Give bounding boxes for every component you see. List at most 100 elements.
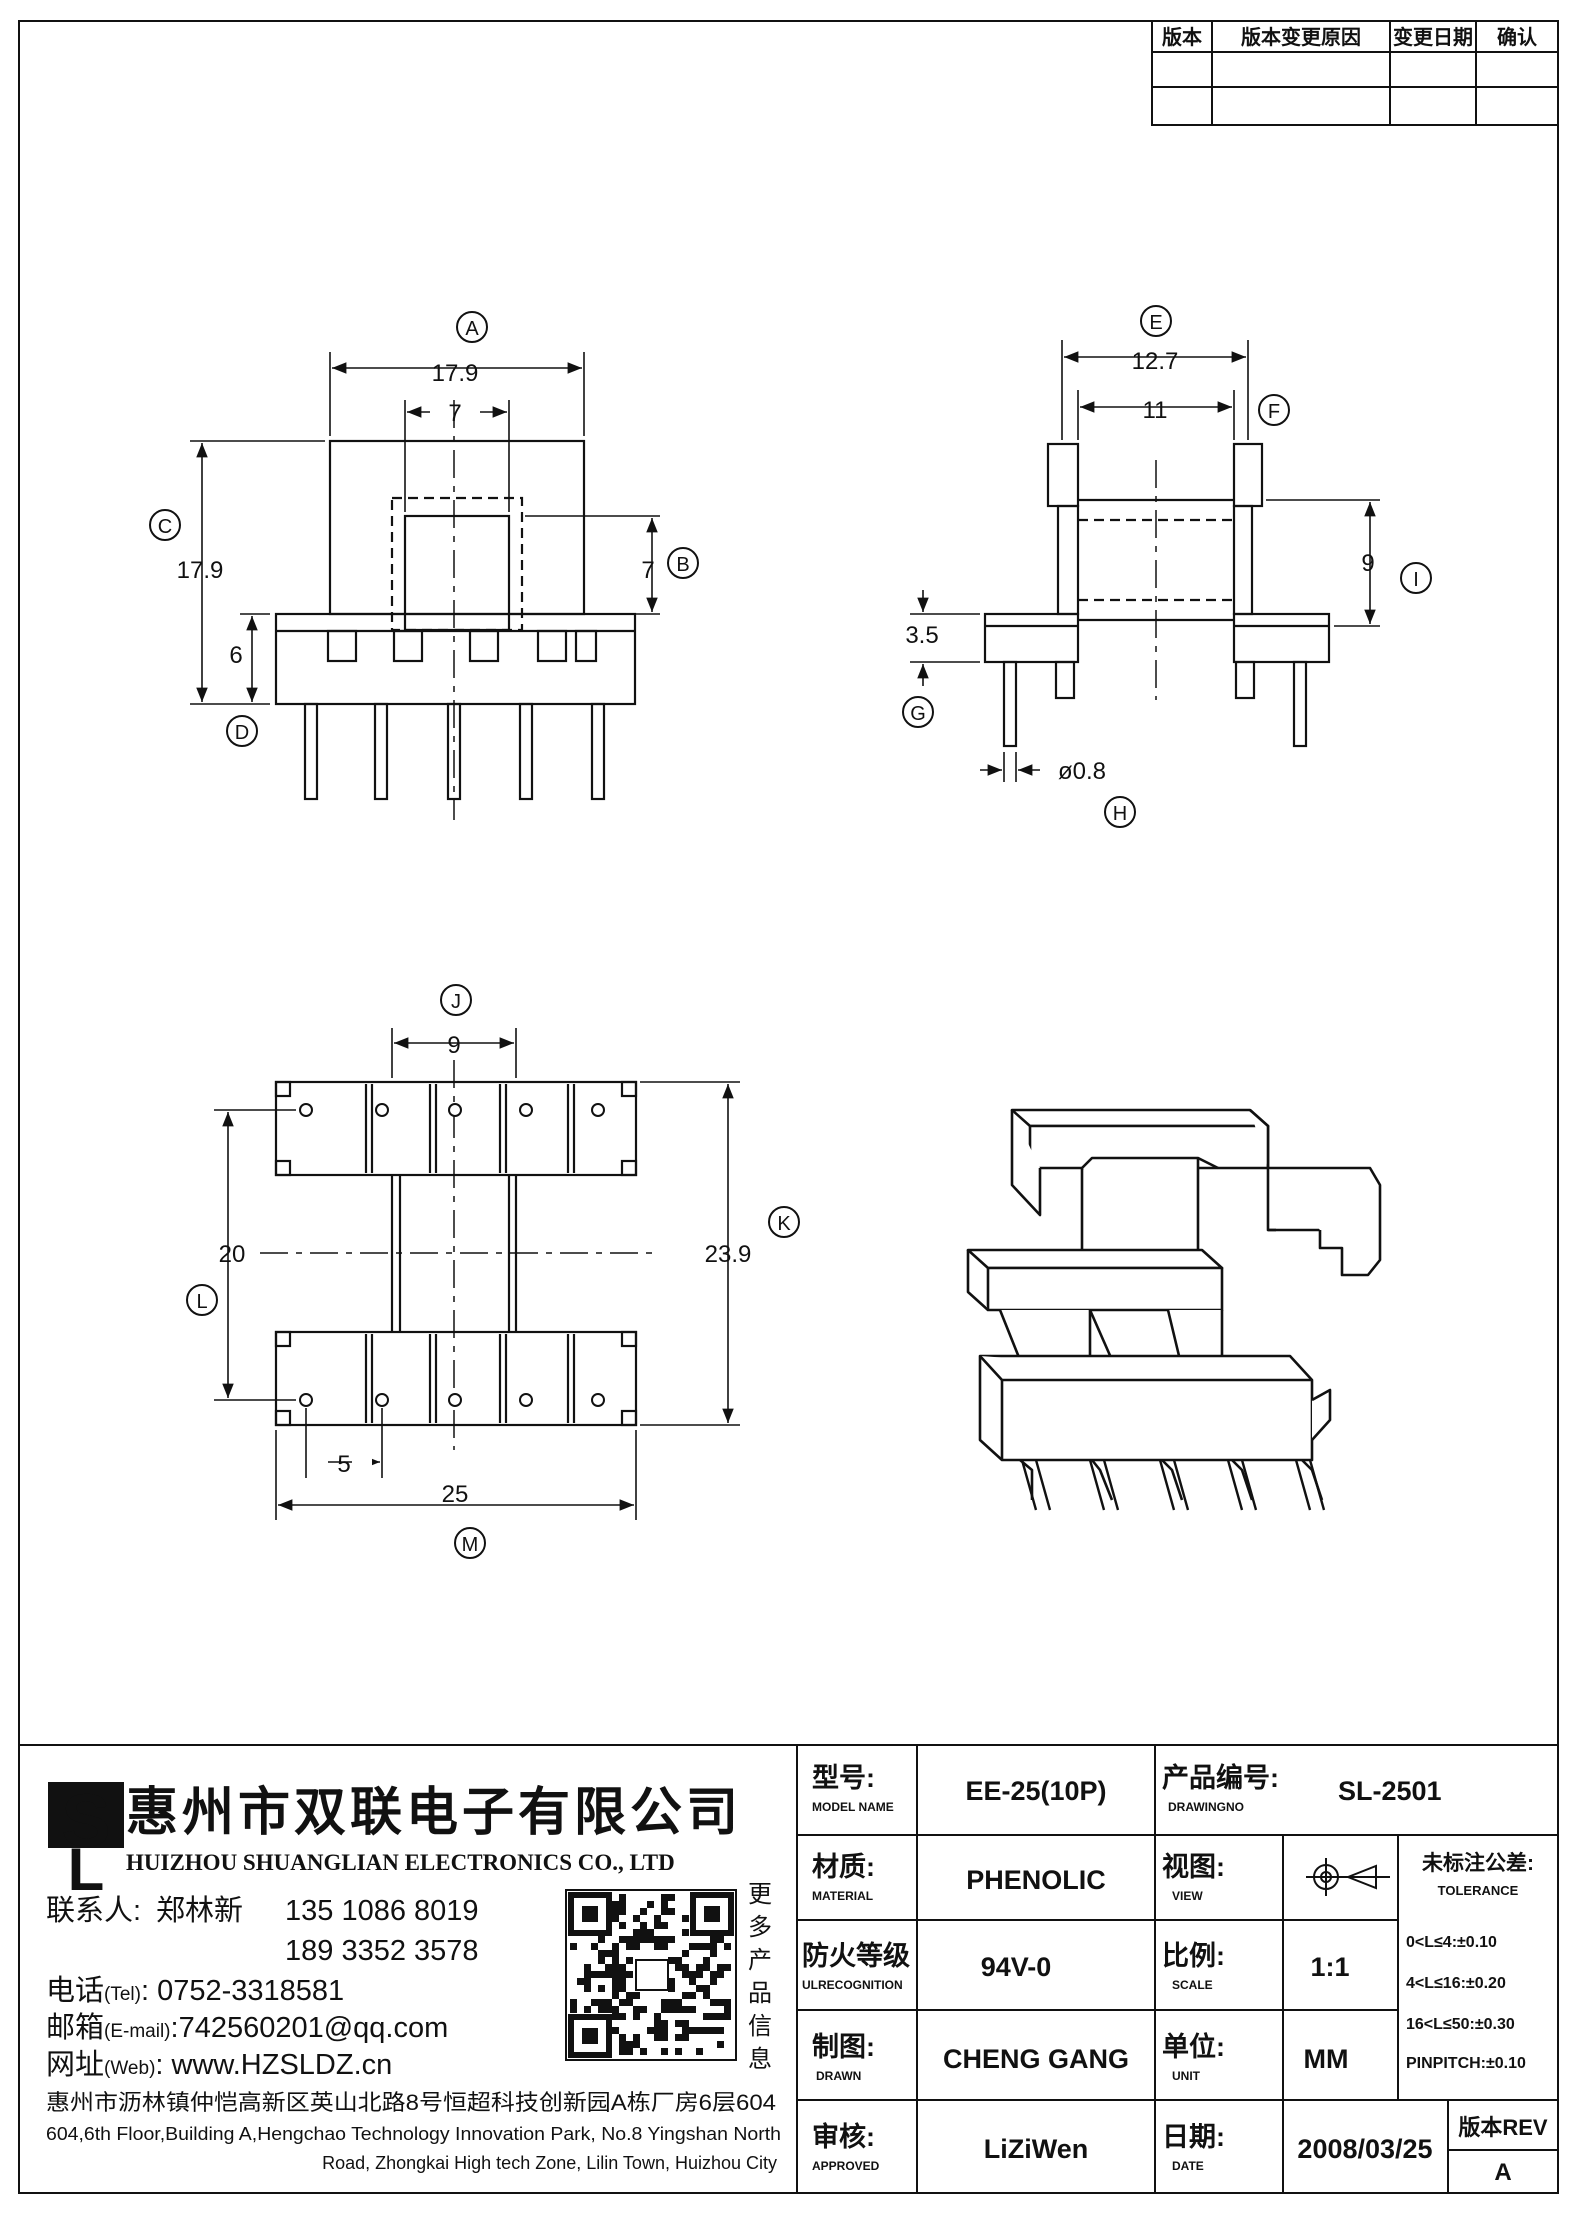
qr-code-icon <box>565 1889 737 2061</box>
svg-text:J: J <box>451 991 461 1013</box>
flame-label: 防火等级 <box>802 1940 910 1971</box>
tolerance-label: 未标注公差: <box>1422 1851 1534 1875</box>
qr-module <box>717 1964 724 1971</box>
qr-module <box>612 1985 619 1992</box>
qr-module <box>668 1957 675 1964</box>
projection-symbol-icon <box>1306 1858 1390 1896</box>
qr-module <box>661 2027 668 2034</box>
qr-module <box>682 2006 689 2013</box>
qr-module <box>661 1999 668 2006</box>
qr-module <box>717 1936 724 1943</box>
qr-module <box>668 2006 675 2013</box>
qr-module <box>612 1978 619 1985</box>
dim-11-inner-width: 11 <box>1143 397 1168 424</box>
qr-module <box>633 1992 640 1999</box>
qr-module <box>675 2034 682 2041</box>
qr-module <box>675 2048 682 2055</box>
qr-module <box>640 1929 647 1936</box>
dim-17-9-width: 17.9 <box>432 360 479 387</box>
callout-i: I <box>1400 562 1432 594</box>
qr-module <box>668 1894 675 1901</box>
tel-label: 电话(Tel): 0752-3318581 <box>46 1974 344 2007</box>
qr-module <box>584 1971 591 1978</box>
qr-module <box>682 1929 689 1936</box>
rev-header-version: 版本 <box>1162 25 1202 49</box>
contact-phone-2: 189 3352 3578 <box>285 1935 479 1967</box>
qr-module <box>661 1943 668 1950</box>
qr-module <box>675 1957 682 1964</box>
bottom-pins <box>299 1103 605 1407</box>
approved-label-en: APPROVED <box>812 2159 880 2173</box>
tolerance-label-en: TOLERANCE <box>1438 1883 1519 1898</box>
qr-module <box>710 1936 717 1943</box>
unit-label-en: UNIT <box>1172 2069 1201 2083</box>
qr-module <box>682 1964 689 1971</box>
qr-module <box>668 1908 675 1915</box>
qr-module <box>619 2013 626 2020</box>
qr-module <box>626 2041 633 2048</box>
qr-module <box>612 1950 619 1957</box>
dim-5-pin-pitch: 5 <box>337 1451 350 1478</box>
qr-module <box>717 1999 724 2006</box>
address-cn: 惠州市沥林镇仲恺高新区英山北路8号恒超科技创新园A栋厂房6层604 <box>46 2090 776 2115</box>
callout-k: K <box>768 1206 800 1238</box>
contact-phone-1: 135 1086 8019 <box>285 1895 479 1927</box>
qr-module <box>724 1943 731 1950</box>
qr-module <box>675 2020 682 2027</box>
rev-value: A <box>1494 2159 1511 2186</box>
svg-text:I: I <box>1413 569 1419 591</box>
qr-module <box>661 1908 668 1915</box>
isometric-view <box>966 1108 1382 1501</box>
dim-7-center-width: 7 <box>448 400 461 427</box>
material-label: 材质: <box>812 1852 875 1882</box>
dim-3-5-flange-height: 3.5 <box>905 622 938 649</box>
qr-module <box>661 1894 668 1901</box>
qr-module <box>633 2041 640 2048</box>
qr-module <box>647 2027 654 2034</box>
qr-module <box>696 1964 703 1971</box>
dim-12-7-outer-width: 12.7 <box>1132 348 1179 375</box>
qr-module <box>661 2020 668 2027</box>
qr-module <box>710 2027 717 2034</box>
qr-module <box>591 1943 598 1950</box>
qr-caption: 更 多 产 品 信 息 <box>748 1881 772 2073</box>
title-block-grid <box>19 1744 1558 2193</box>
qr-module <box>605 2006 612 2013</box>
qr-module <box>612 2027 619 2034</box>
qr-module <box>598 1950 605 1957</box>
dim-pin-diameter: ø0.8 <box>1058 758 1106 785</box>
svg-text:S: S <box>61 1779 110 1862</box>
qr-module <box>696 2027 703 2034</box>
qr-module <box>612 2006 619 2013</box>
flame-value: 94V-0 <box>981 1952 1052 1982</box>
qr-module <box>668 1985 675 1992</box>
qr-module <box>612 1943 619 1950</box>
qr-module <box>612 1957 619 1964</box>
drawn-value: CHENG GANG <box>943 2044 1129 2074</box>
qr-module <box>682 1971 689 1978</box>
model-label: 型号: <box>812 1763 875 1793</box>
qr-module <box>626 1999 633 2006</box>
material-label-en: MATERIAL <box>812 1889 873 1903</box>
qr-module <box>661 2048 668 2055</box>
qr-module <box>703 2013 710 2020</box>
callout-b: B <box>667 547 699 579</box>
tolerance-line-4: PINPITCH:±0.10 <box>1406 2055 1526 2072</box>
qr-module <box>570 2006 577 2013</box>
callout-e: E <box>1140 305 1172 337</box>
qr-module <box>703 1992 710 1999</box>
qr-module <box>710 1999 717 2006</box>
qr-module <box>591 1999 598 2006</box>
qr-module <box>612 1992 619 1999</box>
qr-module <box>696 2048 703 2055</box>
drawingno-label-en: DRAWINGNO <box>1168 1800 1244 1814</box>
qr-module <box>612 1964 619 1971</box>
qr-module <box>710 1971 717 1978</box>
qr-module <box>612 1901 619 1908</box>
qr-module <box>626 1936 633 1943</box>
qr-module <box>668 1978 675 1985</box>
qr-module <box>724 2006 731 2013</box>
svg-text:F: F <box>1268 401 1280 423</box>
qr-module <box>619 1999 626 2006</box>
qr-module <box>633 2006 640 2013</box>
